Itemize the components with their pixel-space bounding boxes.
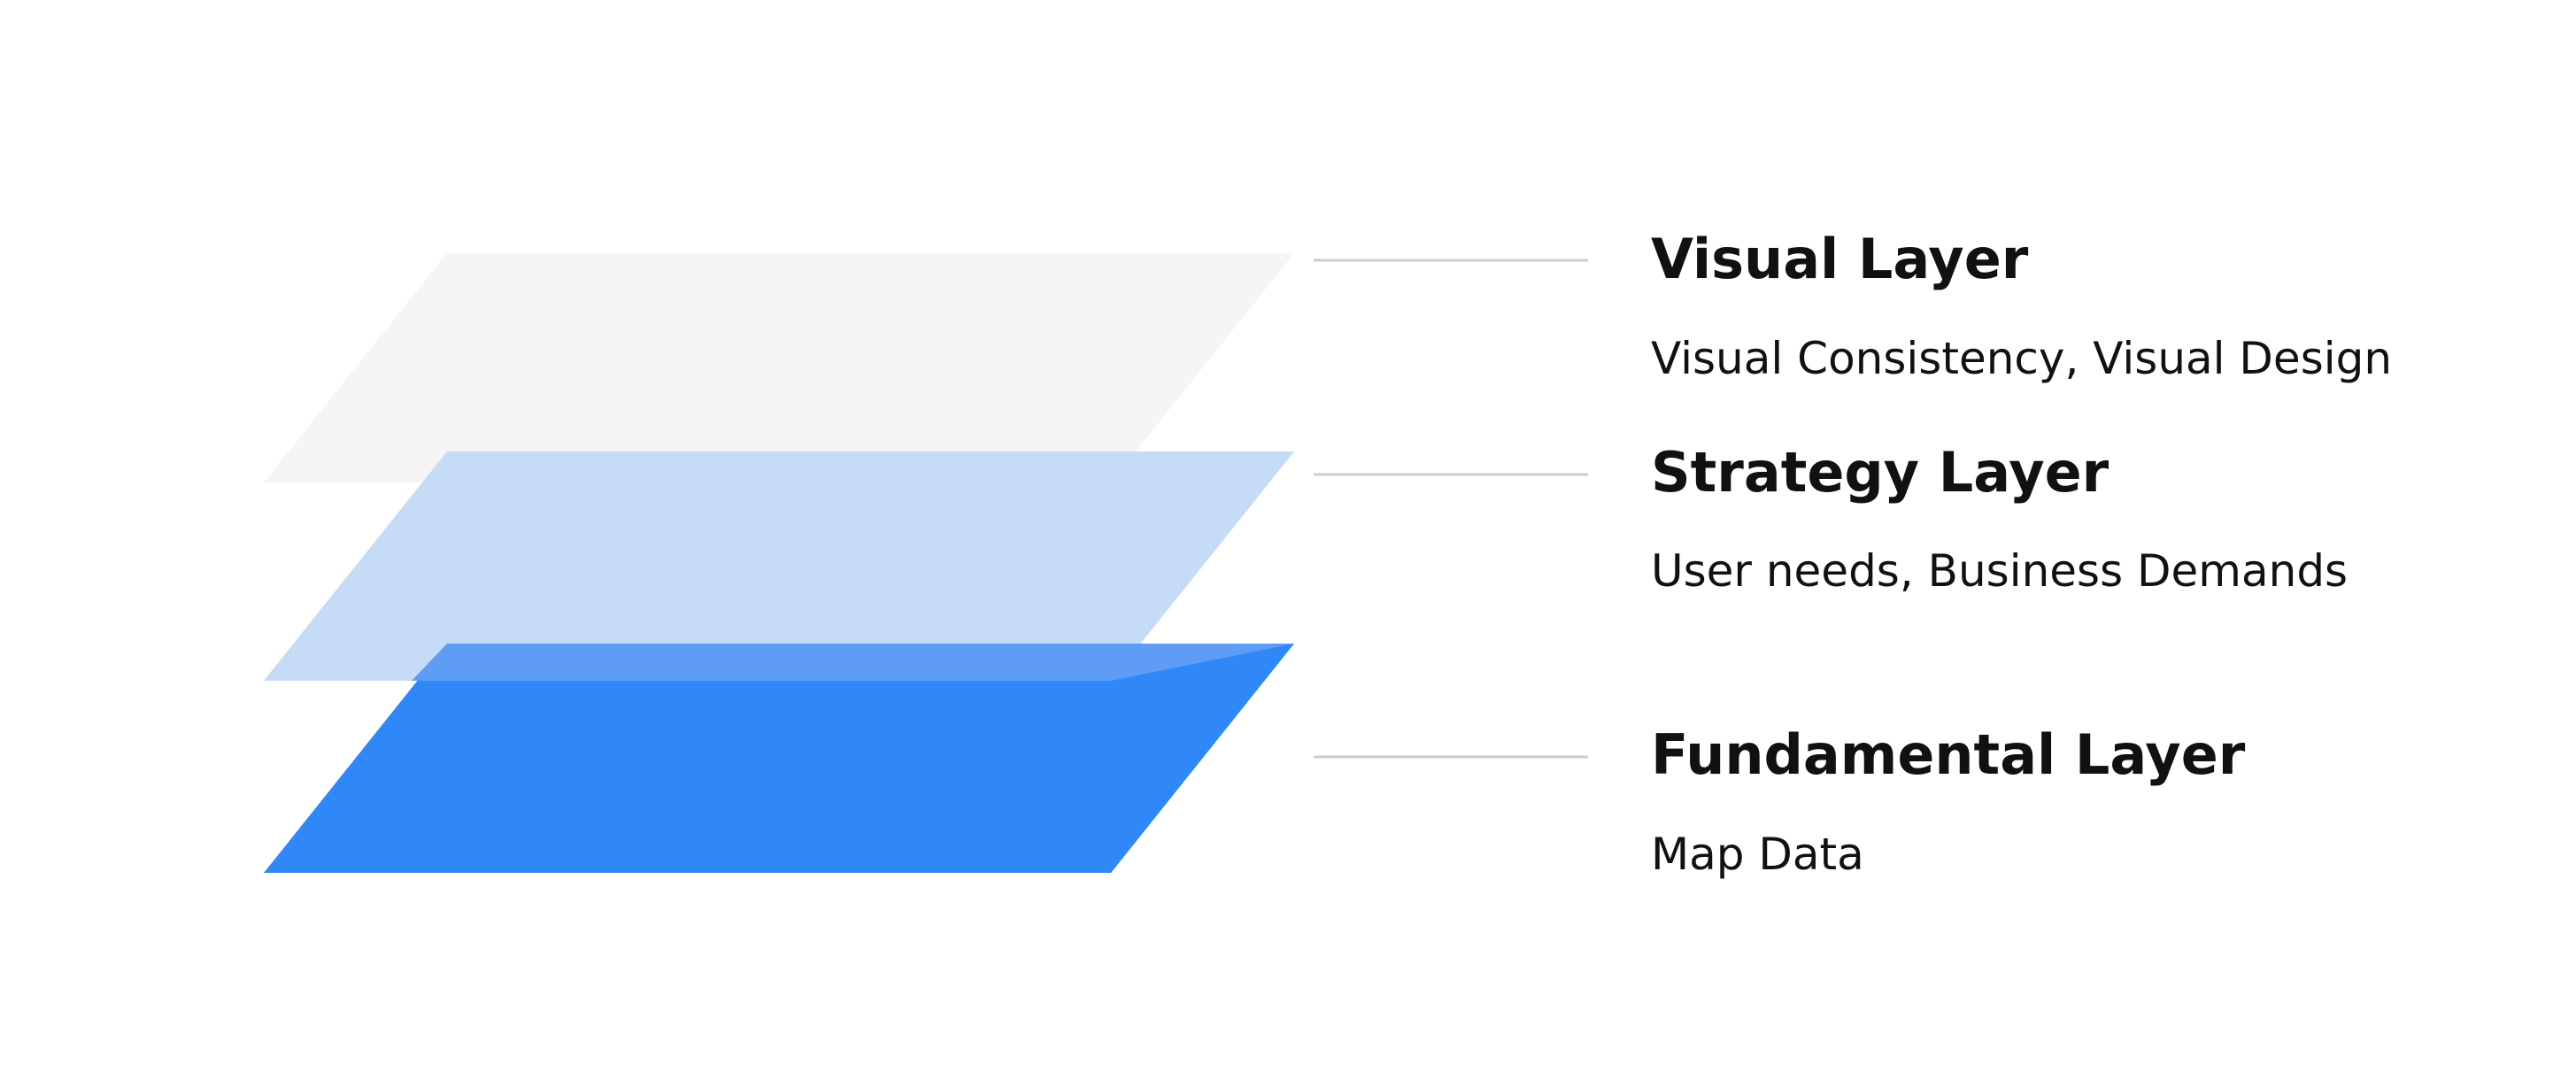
- strategy-layer-plane: [264, 451, 1294, 681]
- visual-layer-title: Visual Layer: [1651, 227, 2029, 291]
- layer-overlap-region: [412, 644, 1294, 681]
- strategy-layer-title: Strategy Layer: [1651, 440, 2109, 505]
- strategy-layer-description: User needs, Business Demands: [1651, 545, 2348, 597]
- fundamental-layer-description: Map Data: [1651, 829, 1864, 880]
- visual-layer-description: Visual Consistency, Visual Design: [1651, 333, 2393, 384]
- visual-layer-plane: [264, 253, 1294, 482]
- fundamental-layer-plane: [264, 644, 1294, 873]
- fundamental-layer-title: Fundamental Layer: [1651, 722, 2246, 787]
